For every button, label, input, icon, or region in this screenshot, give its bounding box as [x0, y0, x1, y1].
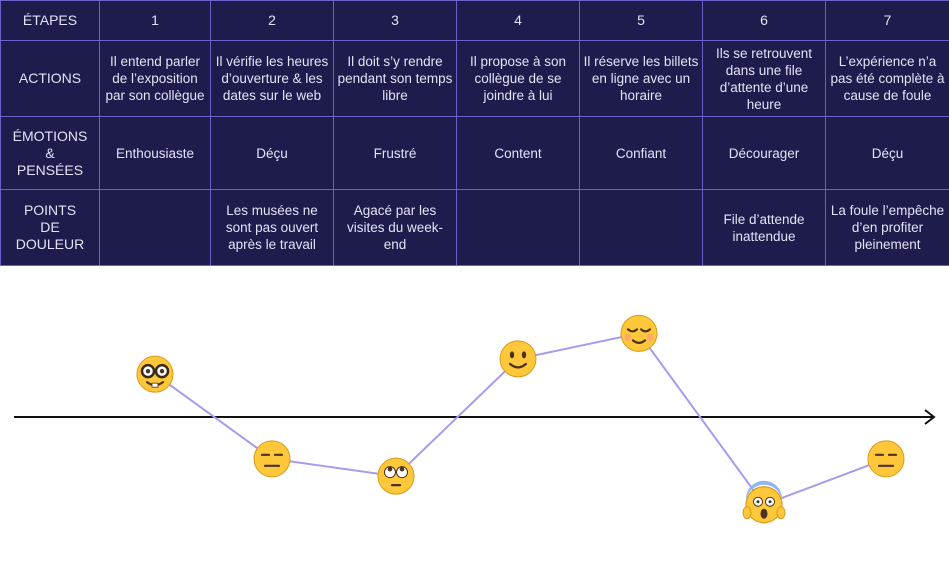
emotion-cell: Confiant	[579, 116, 703, 190]
emotion-cell: Déçu	[210, 116, 334, 190]
timeline-arrow-icon	[924, 409, 936, 425]
row-label-emotions: ÉMOTIONS & PENSÉES	[0, 116, 100, 190]
action-cell: Il réserve les billets en ligne avec un …	[579, 40, 703, 117]
step-number: 7	[825, 0, 949, 41]
action-cell: Il doit s’y rendre pendant son temps lib…	[333, 40, 457, 117]
steps-header-label: ÉTAPES	[0, 0, 100, 41]
action-cell: Il propose à son collègue de se joindre …	[456, 40, 580, 117]
row-label-pain-points: POINTS DE DOULEUR	[0, 189, 100, 266]
action-cell: Il entend parler de l’exposition par son…	[99, 40, 211, 117]
pain-point-cell	[456, 189, 580, 266]
eye-roll-face-icon	[377, 457, 415, 495]
row-label-actions: ACTIONS	[0, 40, 100, 117]
step-number: 5	[579, 0, 703, 41]
pain-point-cell: Agacé par les visites du week-end	[333, 189, 457, 266]
pain-point-cell: File d’attende inattendue	[702, 189, 826, 266]
pain-point-cell: Les musées ne sont pas ouvert après le t…	[210, 189, 334, 266]
emotion-cell: Frustré	[333, 116, 457, 190]
step-number: 4	[456, 0, 580, 41]
relieved-face-icon	[620, 314, 658, 352]
smiling-face-icon	[499, 340, 537, 378]
pain-points-row: POINTS DE DOULEUR Les musées ne sont pas…	[0, 189, 949, 266]
emotion-cell: Content	[456, 116, 580, 190]
step-number: 2	[210, 0, 334, 41]
step-number: 3	[333, 0, 457, 41]
action-cell: L’expérience n’a pas été complète à caus…	[825, 40, 949, 117]
actions-row: ACTIONS Il entend parler de l’exposition…	[0, 40, 949, 117]
pain-point-cell	[579, 189, 703, 266]
action-cell: Ils se retrouvent dans une file d’attent…	[702, 40, 826, 117]
emotion-curve	[14, 314, 936, 524]
steps-header-row: ÉTAPES 1 2 3 4 5 6 7	[0, 0, 949, 41]
nerd-face-icon	[136, 355, 174, 393]
screaming-face-icon	[742, 480, 786, 524]
action-cell: Il vérifie les heures d’ouverture & les …	[210, 40, 334, 117]
emotion-cell: Enthousiaste	[99, 116, 211, 190]
neutral-face-icon	[867, 440, 905, 478]
step-number: 1	[99, 0, 211, 41]
emotion-cell: Déçu	[825, 116, 949, 190]
pain-point-cell: La foule l’empêche d’en profiter pleinem…	[825, 189, 949, 266]
step-number: 6	[702, 0, 826, 41]
pain-point-cell	[99, 189, 211, 266]
neutral-face-icon	[253, 440, 291, 478]
emotion-cell: Décourager	[702, 116, 826, 190]
journey-map-table: ÉTAPES 1 2 3 4 5 6 7 ACTIONS Il entend p…	[0, 0, 949, 266]
emotions-row: ÉMOTIONS & PENSÉES Enthousiaste Déçu Fru…	[0, 116, 949, 190]
